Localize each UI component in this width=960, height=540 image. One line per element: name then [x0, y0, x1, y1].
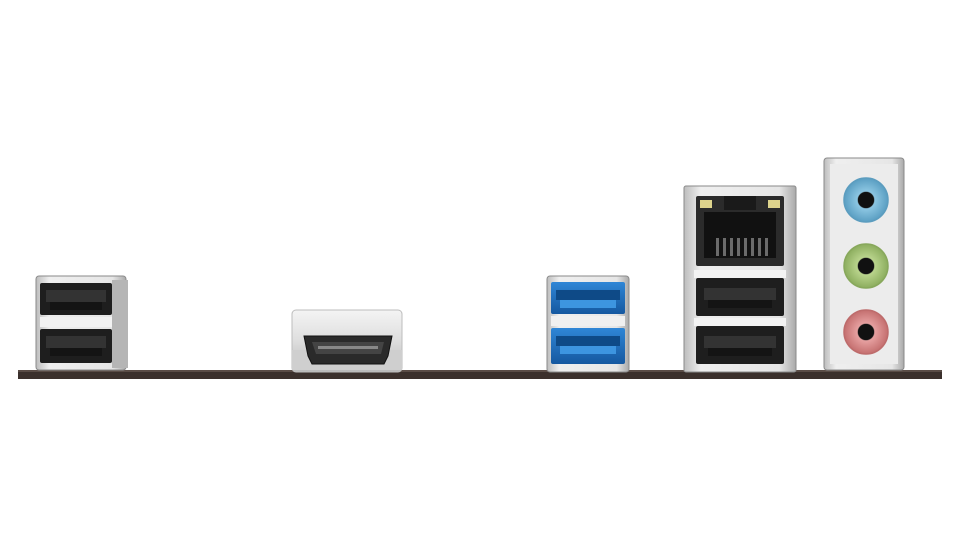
audio-jack-icon [843, 309, 889, 355]
audio-jack-icon [843, 243, 889, 289]
usb-port-icon [696, 278, 784, 316]
usb-port-icon [696, 326, 784, 364]
lan-usb-stack [683, 185, 797, 373]
pcb-edge [18, 370, 942, 379]
usb-port-icon [551, 328, 625, 364]
audio-jack-icon [843, 177, 889, 223]
hdmi-port-icon [303, 335, 393, 365]
usb3-stack [546, 275, 630, 373]
usb-port-icon [40, 283, 112, 315]
audio-jack-stack [823, 157, 905, 371]
usb-port-icon [551, 282, 625, 314]
hdmi-port [291, 309, 403, 373]
ethernet-port-icon [696, 196, 784, 266]
usb2-stack-left [35, 275, 128, 371]
usb-port-icon [40, 329, 112, 363]
